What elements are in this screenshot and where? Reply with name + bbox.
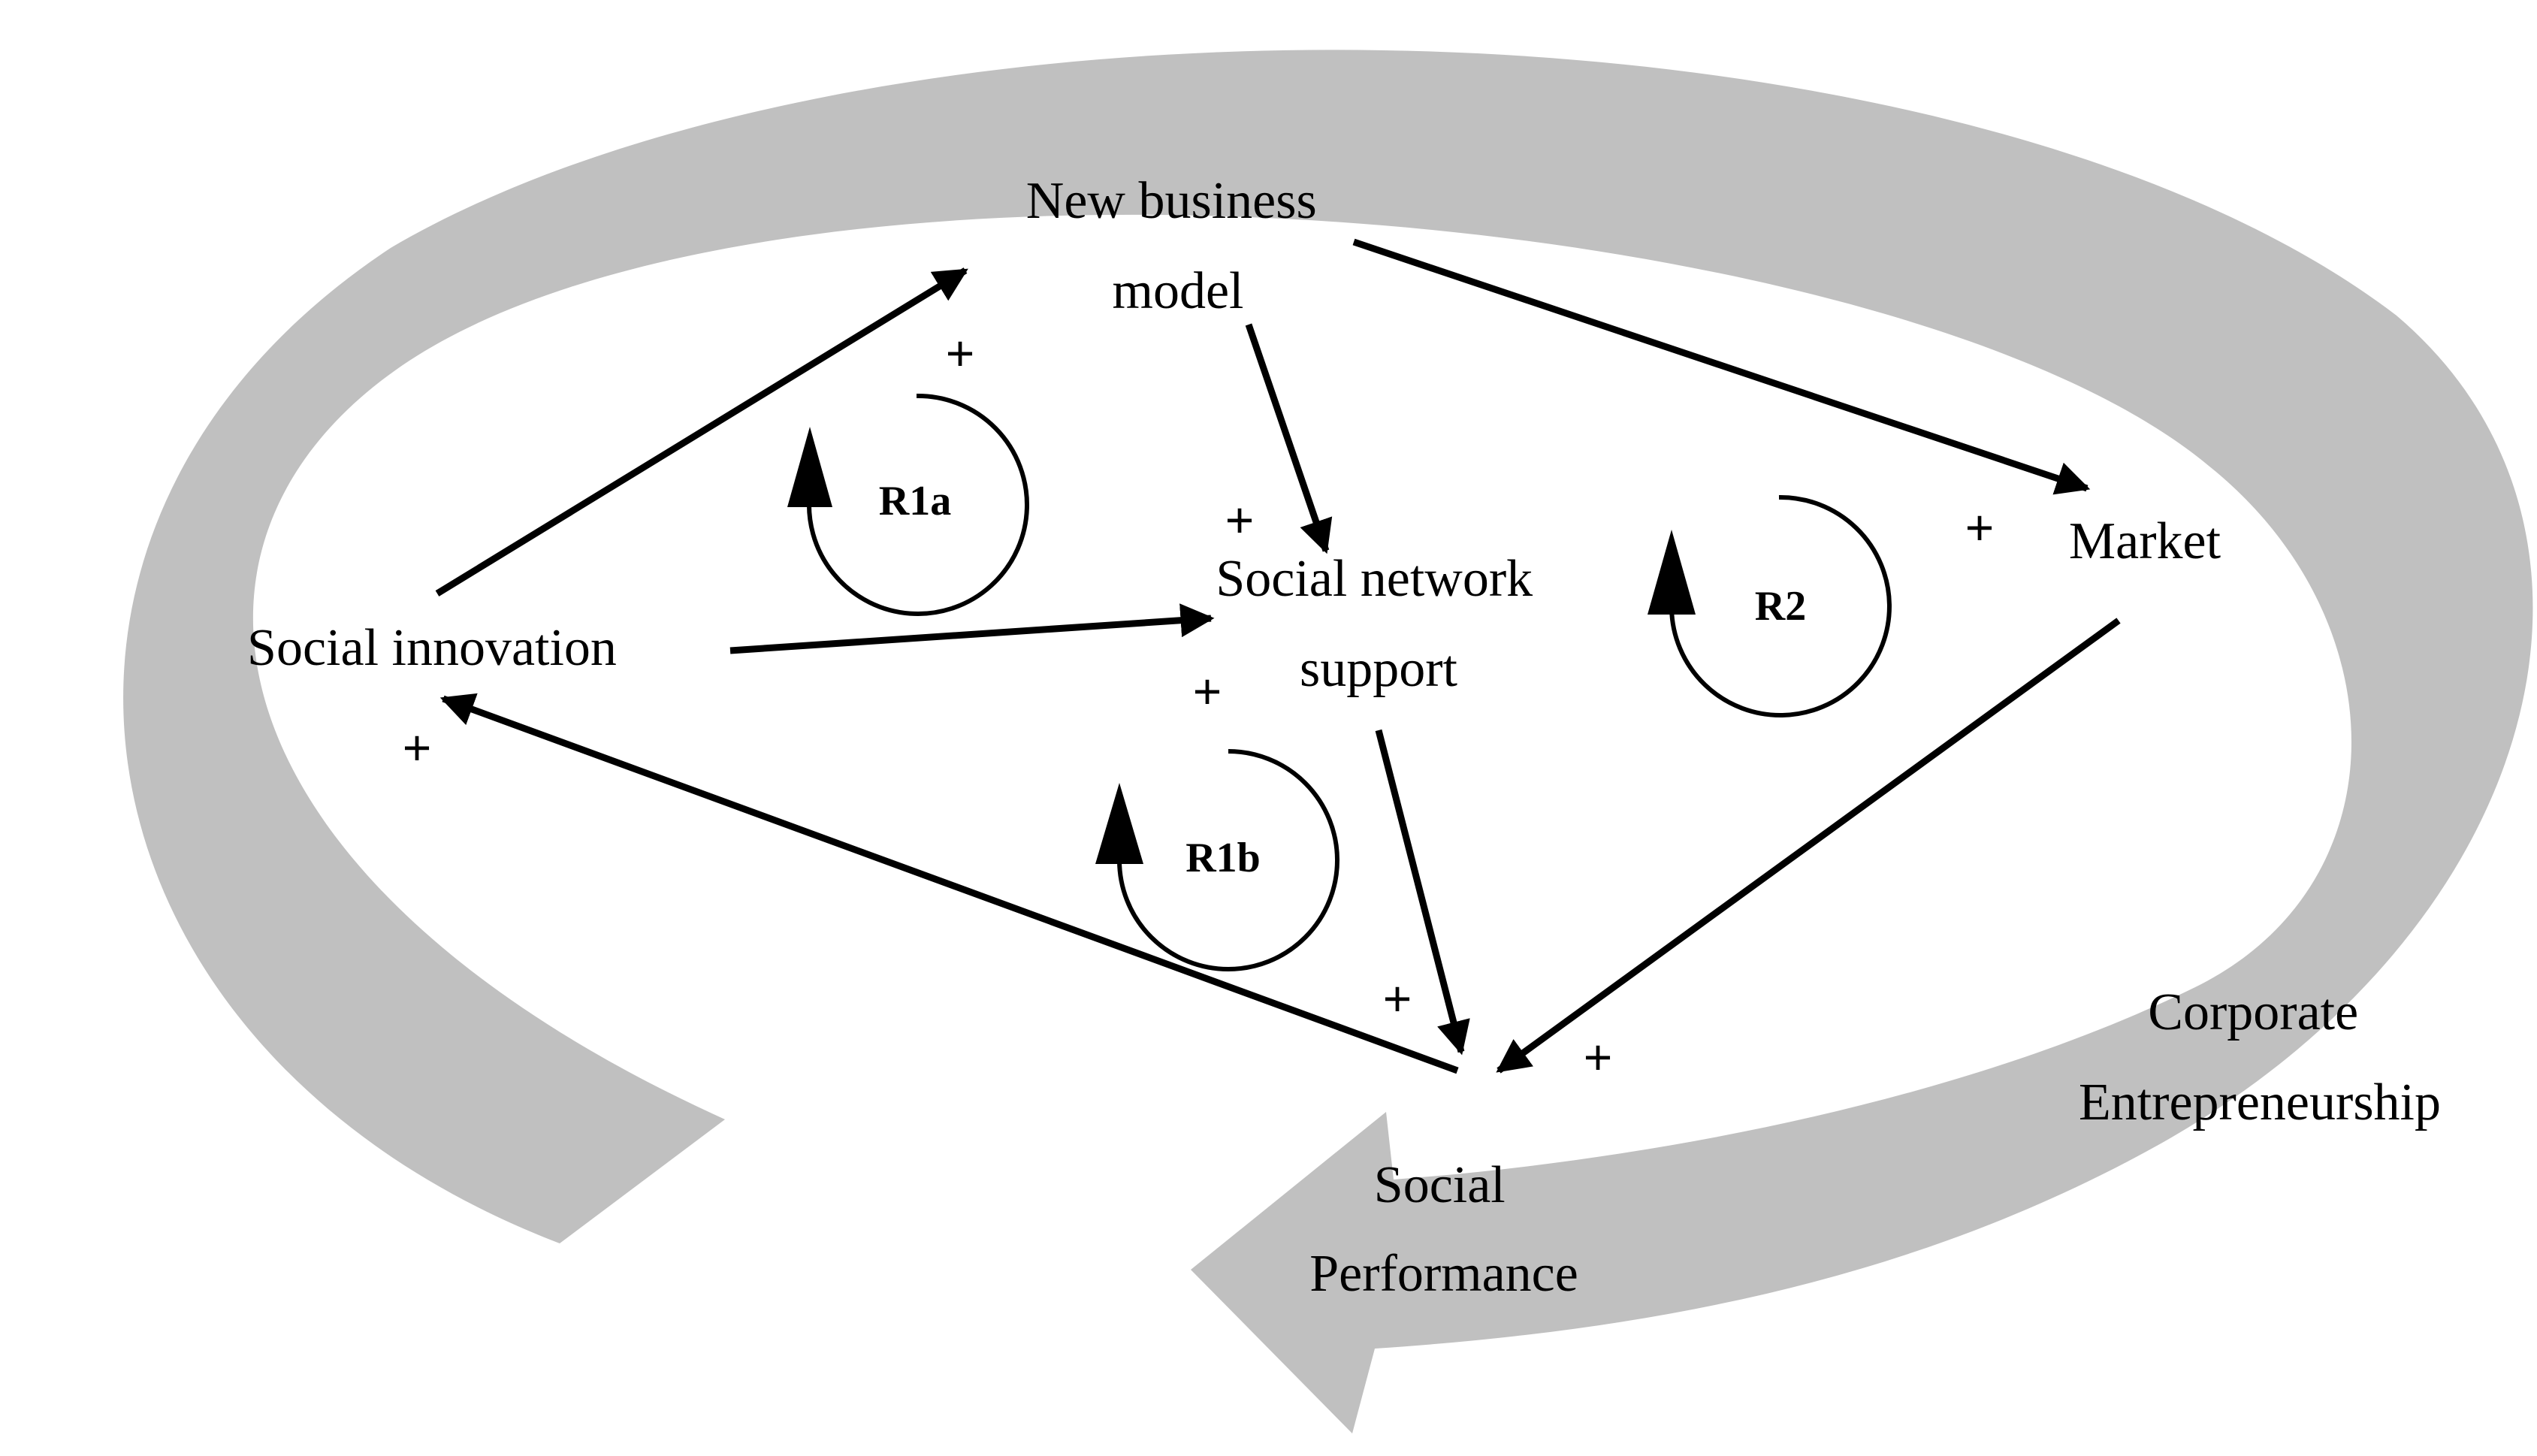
node-social-network-support: Social network support: [1216, 550, 1545, 698]
polarity-plus-market-performance: +: [1584, 1029, 1613, 1085]
loop-r2-marker: R2: [1648, 494, 1892, 717]
node-new-business-model: New business model: [1026, 172, 1330, 320]
arrow-innovation-to-network-support: [729, 603, 1215, 654]
loop-r1b-marker: R1b: [1095, 749, 1339, 971]
polarity-plus-network-performance: +: [1383, 971, 1412, 1026]
node-market: Market: [2069, 512, 2221, 570]
arrow-business-model-to-network-support: [1245, 323, 1333, 554]
node-social-innovation: Social innovation: [247, 619, 617, 677]
polarity-plus-performance-innovation: +: [403, 720, 432, 775]
loop-r1a-marker: R1a: [787, 393, 1029, 616]
loop-label-r1b: R1b: [1185, 835, 1261, 881]
arrow-performance-to-innovation: [439, 693, 1459, 1074]
arrow-innovation-to-business-model: [435, 267, 968, 597]
loop-label-r1a: R1a: [879, 478, 951, 524]
polarity-plus-innovation-business-model: +: [946, 325, 975, 381]
polarity-plus-business-model-network: +: [1225, 492, 1255, 548]
polarity-plus-innovation-network: +: [1193, 663, 1222, 719]
node-corporate-entrepreneurship: Corporate Entrepreneurship: [2079, 983, 2441, 1131]
loop-label-r2: R2: [1755, 583, 1806, 630]
node-social-performance: Social Performance: [1309, 1156, 1578, 1303]
arrow-network-support-to-performance: [1375, 729, 1470, 1056]
polarity-plus-business-model-market: +: [1965, 500, 1995, 555]
arrow-business-model-to-market: [1352, 238, 2091, 495]
arrow-market-to-performance: [1496, 618, 2121, 1074]
outer-cycle-arrow: [123, 50, 2533, 1433]
